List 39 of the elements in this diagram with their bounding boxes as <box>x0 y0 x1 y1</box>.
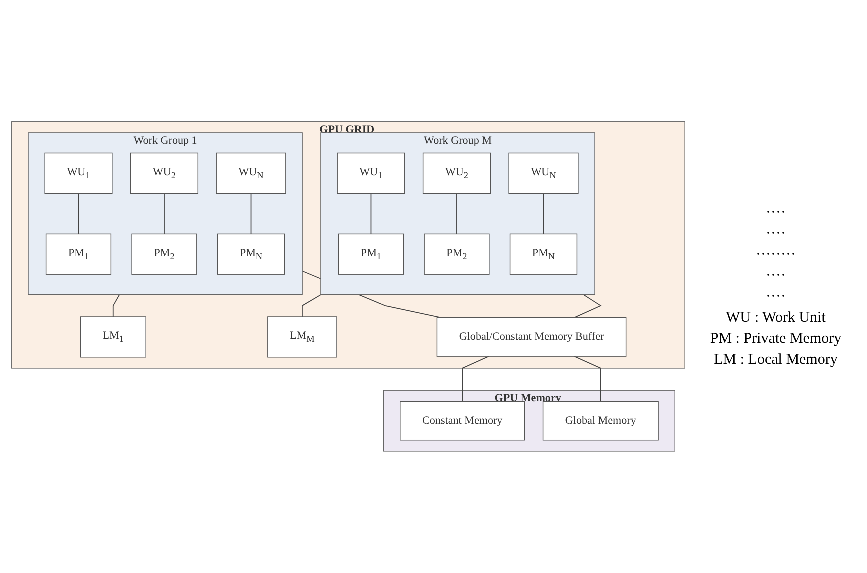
node-box <box>436 317 627 357</box>
node-box <box>216 152 286 194</box>
node-box <box>424 234 490 275</box>
note-text: ········ <box>755 246 797 264</box>
node-box <box>130 152 199 194</box>
connector <box>462 356 490 402</box>
node-box <box>268 316 338 358</box>
note-text: ···· <box>765 226 787 242</box>
note-text: PM : Private Memory <box>709 330 843 348</box>
note-text: WU : Work Unit <box>725 310 827 326</box>
node-box <box>400 401 526 441</box>
note-text: ···· <box>765 288 787 306</box>
note-text: LM : Local Memory <box>713 352 839 368</box>
connector <box>370 193 372 234</box>
cluster <box>12 121 686 369</box>
connector <box>112 294 120 318</box>
node-box <box>508 152 579 194</box>
connector <box>250 193 252 234</box>
connector <box>164 193 165 234</box>
cluster <box>28 132 303 296</box>
connector <box>543 193 544 234</box>
connector <box>302 294 322 318</box>
note-text: ···· <box>765 204 787 222</box>
node-box <box>132 234 198 275</box>
cluster <box>320 132 596 296</box>
node-box <box>217 234 286 275</box>
node-box <box>422 152 491 194</box>
node-box <box>542 401 659 441</box>
node-box <box>46 234 112 275</box>
connector <box>78 193 80 234</box>
note-text: ···· <box>765 268 787 284</box>
connector <box>574 356 602 402</box>
connector <box>456 193 458 234</box>
node-box <box>80 316 146 358</box>
node-box <box>44 152 113 194</box>
node-box <box>338 234 404 275</box>
node-box <box>337 152 406 194</box>
cluster <box>383 390 676 452</box>
node-box <box>510 234 578 275</box>
